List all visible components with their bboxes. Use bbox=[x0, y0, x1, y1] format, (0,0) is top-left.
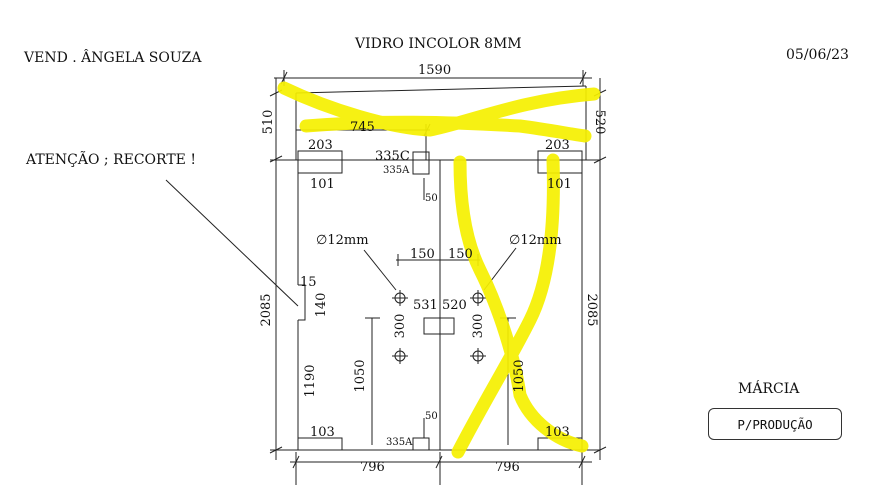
dim-top-left-height: 510 bbox=[261, 110, 276, 135]
attention-note: ATENÇÃO ; RECORTE ! bbox=[26, 152, 196, 168]
dim-inner-left-height: 1050 bbox=[353, 359, 368, 392]
dim-right-height: 2085 bbox=[584, 293, 599, 326]
dim-inner-right-height: 1050 bbox=[512, 359, 527, 392]
dim-bottom-left-pad: 103 bbox=[310, 425, 335, 440]
dim-hole-offset-right: 150 bbox=[448, 247, 473, 262]
dim-left-lower-height: 1190 bbox=[303, 364, 318, 397]
vendor-label: VEND . ÂNGELA SOUZA bbox=[24, 50, 202, 66]
dim-bottom-left-width: 796 bbox=[360, 460, 385, 475]
highlight-stroke bbox=[299, 115, 592, 143]
dim-left-height: 2085 bbox=[259, 293, 274, 326]
dim-notch-c: 335C bbox=[375, 149, 410, 164]
dim-bottom-gap: 50 bbox=[425, 411, 438, 422]
date-label: 05/06/23 bbox=[786, 47, 849, 63]
pad-top-left bbox=[297, 150, 343, 174]
attention-leader bbox=[165, 179, 299, 307]
leader-hole-left bbox=[363, 249, 397, 291]
tick bbox=[435, 455, 443, 469]
status-badge[interactable]: P/PRODUÇÃO bbox=[708, 408, 842, 440]
dim-notch-height: 140 bbox=[314, 293, 329, 318]
dim-hole-offset-left: 150 bbox=[410, 247, 435, 262]
drawing-title: VIDRO INCOLOR 8MM bbox=[355, 36, 522, 52]
highlight-stroke bbox=[277, 81, 601, 137]
highlighter-marks bbox=[277, 81, 601, 459]
status-badge-label: P/PRODUÇÃO bbox=[737, 416, 813, 432]
dim-total-width: 1590 bbox=[418, 63, 451, 78]
highlight-stroke bbox=[451, 153, 560, 459]
dim-left-pad-height: 101 bbox=[310, 177, 335, 192]
dim-hole-spacing-right: 300 bbox=[471, 314, 486, 339]
dim-hole-left-diameter: ∅12mm bbox=[316, 233, 369, 248]
dim-handle-right: 520 bbox=[442, 298, 467, 313]
operator-name: MÁRCIA bbox=[738, 381, 800, 397]
notch-top-center bbox=[412, 151, 430, 175]
dim-hole-right-diameter: ∅12mm bbox=[509, 233, 562, 248]
dim-notch-depth: 15 bbox=[300, 275, 317, 290]
highlight-stroke bbox=[453, 155, 589, 453]
dim-handle-left: 531 bbox=[413, 298, 438, 313]
handle-rect bbox=[423, 317, 455, 335]
dim-notch-a-top: 335A bbox=[383, 165, 410, 176]
top-panel-edge bbox=[295, 85, 587, 94]
notch-bottom-center bbox=[412, 437, 430, 451]
dim-gap-top: 50 bbox=[425, 193, 438, 204]
dim-hole-spacing-left: 300 bbox=[393, 314, 408, 339]
dim-top-offset: 745 bbox=[350, 120, 375, 135]
dim-top-right-height: 520 bbox=[592, 110, 607, 135]
dim-right-pad-width: 203 bbox=[545, 138, 570, 153]
dim-bottom-right-width: 796 bbox=[495, 460, 520, 475]
notch-recorte bbox=[298, 284, 306, 321]
dim-bottom-notch: 335A bbox=[386, 437, 413, 448]
dim-left-pad-width: 203 bbox=[308, 138, 333, 153]
tick bbox=[269, 155, 283, 163]
dim-bottom-right-pad: 103 bbox=[545, 425, 570, 440]
pad-top-right bbox=[537, 150, 583, 174]
dim-right-pad-height: 101 bbox=[547, 177, 572, 192]
